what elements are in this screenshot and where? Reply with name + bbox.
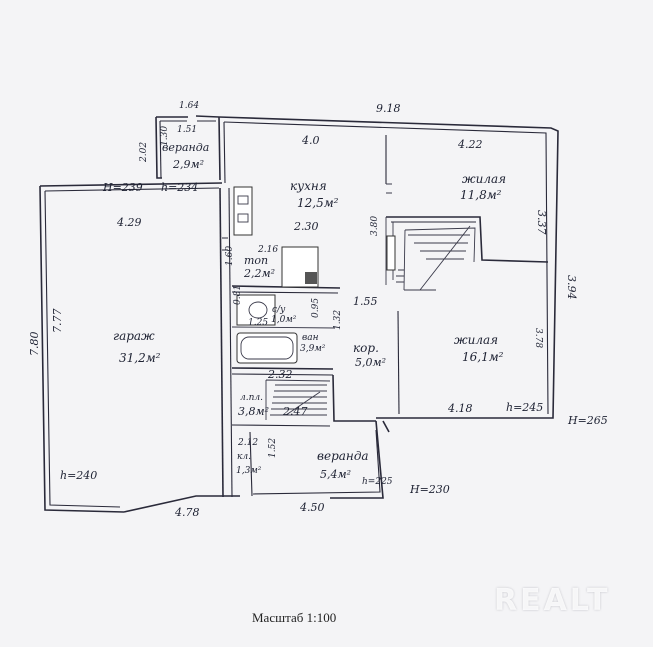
veranda-top-area: 2,9м² bbox=[172, 158, 204, 171]
dim-422: 4.22 bbox=[457, 138, 483, 151]
dim-429: 4.29 bbox=[116, 216, 142, 229]
dim-132: 1.32 bbox=[333, 310, 343, 330]
stair-name: л.пл. bbox=[240, 393, 263, 403]
dim-777: 7.77 bbox=[51, 309, 64, 334]
closet-area: 1,3м² bbox=[236, 466, 262, 476]
fixtures bbox=[233, 186, 396, 364]
living-top-area: 11,8м² bbox=[460, 188, 502, 202]
dim-081: 0.81 bbox=[233, 285, 243, 305]
living-top-name: жилая bbox=[462, 172, 506, 186]
boiler-fixture bbox=[305, 272, 317, 284]
dim-780: 7.80 bbox=[28, 332, 41, 357]
chimney-fixture bbox=[386, 235, 396, 271]
dim-160: 1.60 bbox=[225, 246, 235, 266]
dim-478: 4.78 bbox=[174, 506, 200, 519]
bathtub-fixture bbox=[236, 332, 298, 364]
dim-378: 3.78 bbox=[533, 328, 543, 348]
stove-fixture bbox=[233, 186, 253, 236]
dim-232: 2.32 bbox=[267, 368, 293, 381]
dim-918: 9.18 bbox=[376, 102, 401, 115]
dim-394: 3.94 bbox=[565, 275, 578, 300]
dim-337: 3.37 bbox=[535, 210, 548, 235]
dim-151: 1.51 bbox=[177, 125, 197, 135]
house-walls bbox=[39, 115, 559, 513]
dim-125: 1.25 bbox=[248, 318, 268, 328]
living-bottom-area: 16,1м² bbox=[462, 350, 504, 364]
dim-40: 4.0 bbox=[301, 134, 320, 147]
kitchen-area: 12,5м² bbox=[297, 196, 339, 210]
dim-418: 4.18 bbox=[447, 402, 473, 415]
kitchen-name: кухня bbox=[290, 179, 327, 193]
height-245: h=245 bbox=[506, 401, 543, 414]
corridor-area: 5,0м² bbox=[355, 356, 386, 369]
washroom-name: ван bbox=[302, 333, 319, 343]
height-239: H=239 bbox=[102, 181, 143, 194]
dim-155: 1.55 bbox=[353, 295, 378, 308]
dim-095: 0.95 bbox=[311, 298, 321, 318]
dim-130: 1.30 bbox=[160, 126, 170, 146]
bath-area: 1,0м² bbox=[271, 315, 297, 325]
height-234: h=234 bbox=[161, 181, 198, 194]
veranda-top-name: веранда bbox=[162, 141, 209, 154]
living-bottom-name: жилая bbox=[454, 333, 498, 347]
dim-202: 2.02 bbox=[139, 142, 149, 163]
dim-247: 2.47 bbox=[282, 405, 308, 418]
dim-164: 1.64 bbox=[179, 101, 199, 111]
boiler-area: 2,2м² bbox=[243, 267, 275, 280]
dim-450: 4.50 bbox=[299, 501, 325, 514]
dim-212: 2.12 bbox=[237, 438, 258, 448]
scale-label: Масштаб 1:100 bbox=[252, 610, 337, 625]
height-230: H=230 bbox=[409, 483, 450, 496]
realt-watermark: REALT bbox=[494, 583, 611, 618]
closet-name: кл. bbox=[237, 452, 251, 462]
corridor-name: кор. bbox=[353, 341, 379, 355]
dim-216: 2.16 bbox=[257, 245, 278, 255]
height-265: H=265 bbox=[567, 414, 608, 427]
garage-name: гараж bbox=[113, 329, 155, 343]
height-240: h=240 bbox=[60, 469, 97, 482]
boiler-name: топ bbox=[244, 254, 268, 267]
stair-arrows bbox=[285, 225, 471, 416]
dim-152: 1.52 bbox=[268, 438, 278, 458]
washroom-area: 3,9м² bbox=[300, 344, 326, 354]
bath-name: с/у bbox=[272, 305, 286, 315]
stair-area: 3,8м² bbox=[238, 405, 269, 418]
dim-230: 2.30 bbox=[293, 220, 319, 233]
dim-380: 3.80 bbox=[370, 216, 380, 236]
veranda-bottom-area: 5,4м² bbox=[320, 468, 351, 481]
veranda-bottom-name: веранда bbox=[317, 449, 369, 463]
height-225: h=225 bbox=[362, 477, 393, 487]
garage-area: 31,2м² bbox=[119, 351, 161, 365]
sink-fixture bbox=[236, 294, 276, 326]
